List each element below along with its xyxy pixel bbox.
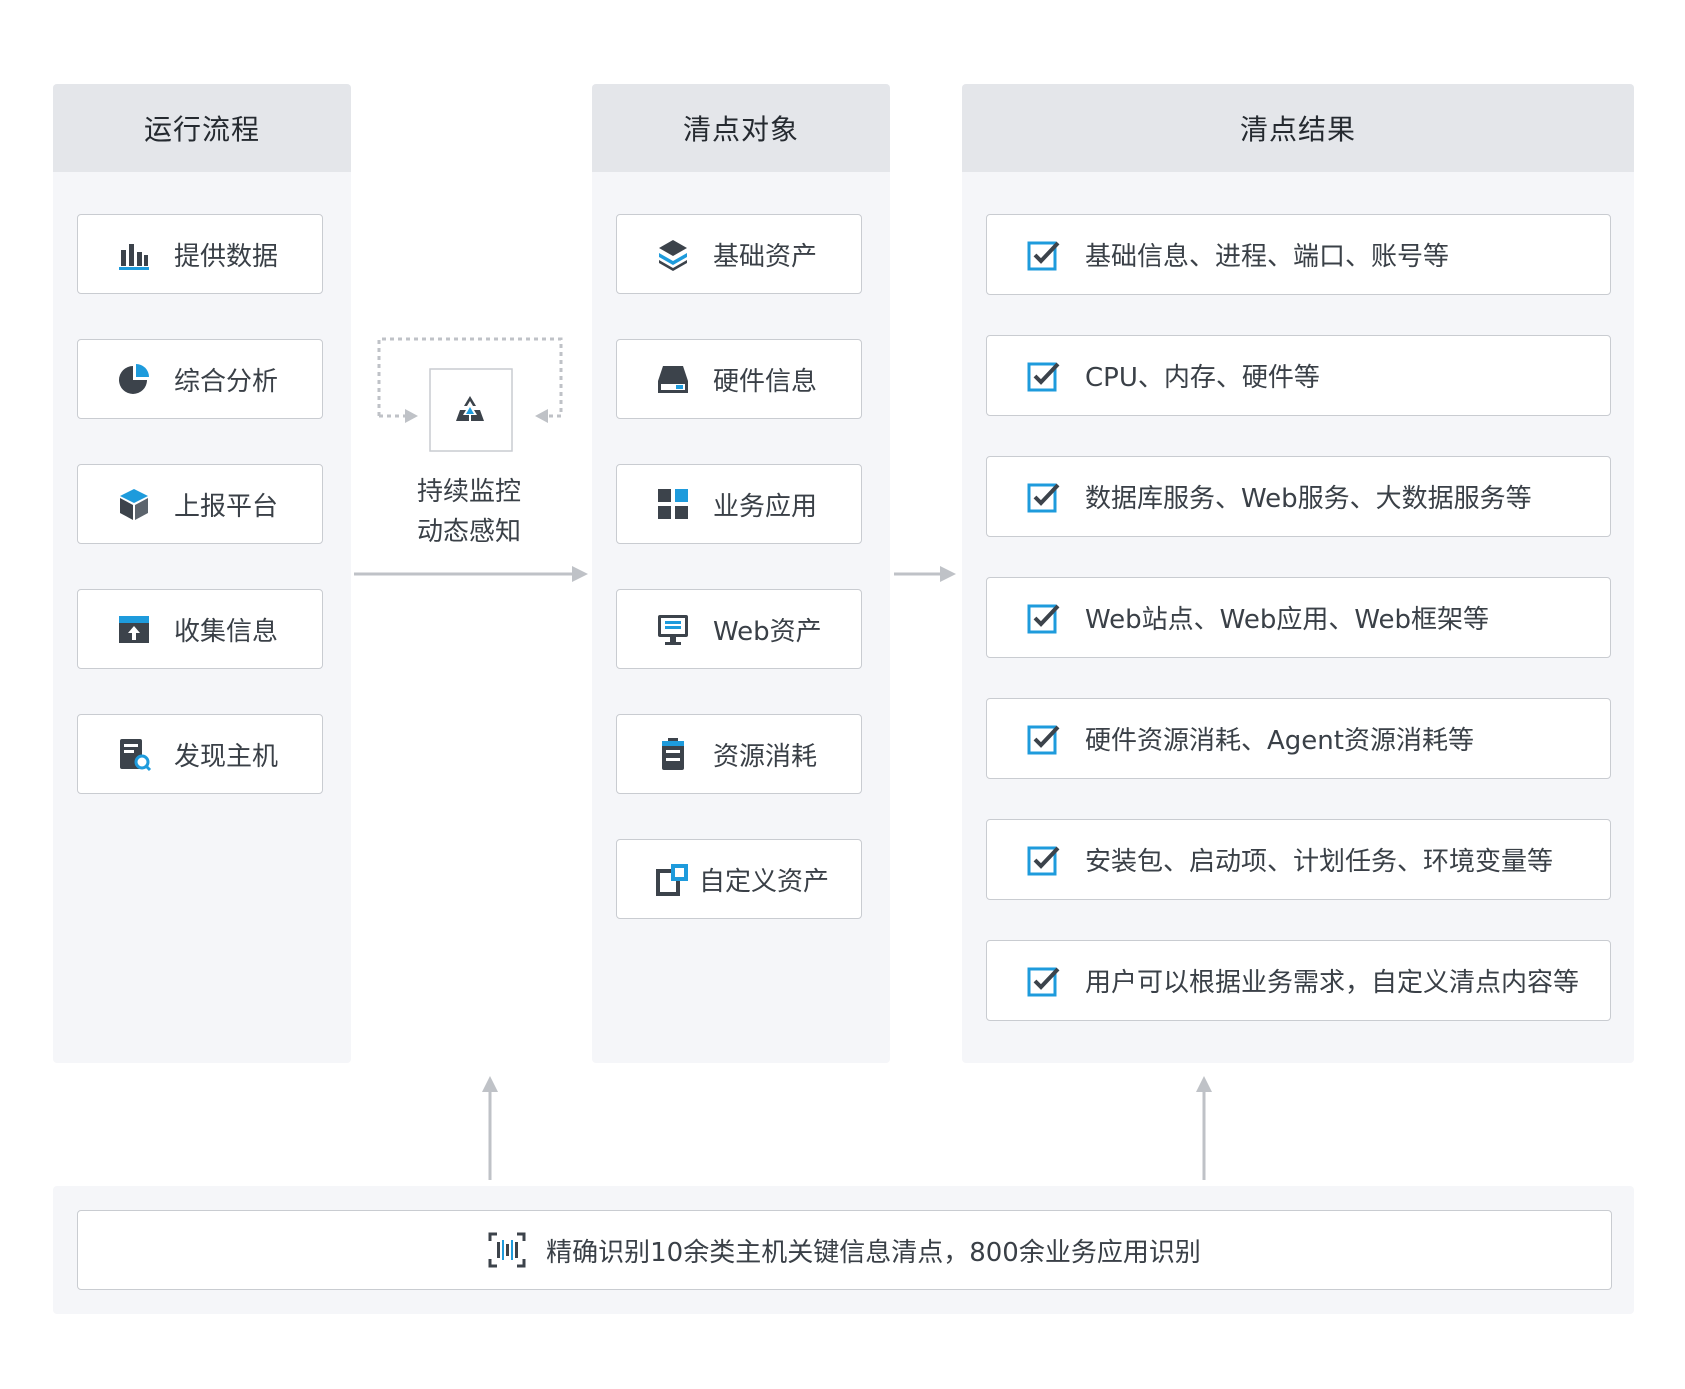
objects-column: 清点对象 基础资产 硬件信息 业务应用 Web资产 资源消耗 自定义资 (592, 84, 890, 1063)
object-item-web-assets: Web资产 (616, 589, 862, 669)
checkbox-icon (1025, 963, 1061, 999)
process-item-label: 提供数据 (174, 241, 279, 272)
process-column-title: 运行流程 (53, 84, 351, 172)
monitor-caption: 持续监控 动态感知 (386, 472, 552, 552)
object-item-label: 自定义资产 (699, 866, 830, 897)
arrow-process-to-objects (354, 566, 588, 582)
process-item-collect: 收集信息 (77, 589, 323, 669)
object-item-label: 基础资产 (713, 241, 818, 272)
custom-window-icon (655, 861, 691, 897)
results-column: 清点结果 基础信息、进程、端口、账号等 CPU、内存、硬件等 数据库服务、Web… (962, 84, 1634, 1063)
object-item-label: Web资产 (713, 616, 822, 647)
object-item-custom-assets: 自定义资产 (616, 839, 862, 919)
object-item-label: 资源消耗 (713, 741, 818, 772)
object-item-label: 业务应用 (713, 491, 818, 522)
scan-barcode-icon (488, 1232, 526, 1268)
hard-drive-icon (655, 361, 691, 397)
object-item-hardware: 硬件信息 (616, 339, 862, 419)
bottom-summary-panel: 精确识别10余类主机关键信息清点，800余业务应用识别 (53, 1186, 1634, 1314)
result-item: Web站点、Web应用、Web框架等 (986, 577, 1611, 658)
arrow-objects-to-results (894, 566, 956, 582)
result-item-label: 用户可以根据业务需求，自定义清点内容等 (1085, 968, 1580, 998)
cube-icon (116, 486, 152, 522)
process-item-analysis: 综合分析 (77, 339, 323, 419)
upload-box-icon (116, 611, 152, 647)
arrow-bottom-to-objects (482, 1076, 498, 1180)
pie-chart-icon (116, 361, 152, 397)
app-grid-icon (655, 486, 691, 522)
result-item-label: Web站点、Web应用、Web框架等 (1085, 605, 1490, 635)
battery-icon (655, 736, 691, 772)
arrow-bottom-to-results (1196, 1076, 1212, 1180)
monitor-caption-line1: 持续监控 (416, 477, 521, 507)
bottom-summary-label: 精确识别10余类主机关键信息清点，800余业务应用识别 (546, 1237, 1201, 1268)
monitor-caption-line2: 动态感知 (416, 517, 521, 547)
monitor-icon (655, 611, 691, 647)
checkbox-icon (1025, 600, 1061, 636)
result-item-label: 数据库服务、Web服务、大数据服务等 (1085, 484, 1532, 514)
process-item-label: 综合分析 (174, 366, 279, 397)
process-item-report: 上报平台 (77, 464, 323, 544)
result-item: 安装包、启动项、计划任务、环境变量等 (986, 819, 1611, 900)
bottom-summary-card: 精确识别10余类主机关键信息清点，800余业务应用识别 (77, 1210, 1612, 1290)
process-item-discover: 发现主机 (77, 714, 323, 794)
checkbox-icon (1025, 358, 1061, 394)
result-item-label: 安装包、启动项、计划任务、环境变量等 (1085, 847, 1554, 877)
process-item-provide-data: 提供数据 (77, 214, 323, 294)
bar-chart-icon (116, 236, 152, 272)
checkbox-icon (1025, 842, 1061, 878)
result-item-label: 硬件资源消耗、Agent资源消耗等 (1085, 726, 1474, 756)
result-item: 用户可以根据业务需求，自定义清点内容等 (986, 940, 1611, 1021)
server-search-icon (116, 736, 152, 772)
object-item-business-apps: 业务应用 (616, 464, 862, 544)
process-item-label: 发现主机 (174, 741, 279, 772)
result-item: CPU、内存、硬件等 (986, 335, 1611, 416)
object-item-label: 硬件信息 (713, 366, 818, 397)
process-item-label: 收集信息 (174, 616, 279, 647)
result-item: 基础信息、进程、端口、账号等 (986, 214, 1611, 295)
result-item-label: CPU、内存、硬件等 (1085, 363, 1320, 393)
process-column: 运行流程 提供数据 综合分析 上报平台 收集信息 发现主机 (53, 84, 351, 1063)
recycle-triangle-icon (454, 393, 486, 425)
objects-column-title: 清点对象 (592, 84, 890, 172)
layers-icon (655, 236, 691, 272)
object-item-resource-usage: 资源消耗 (616, 714, 862, 794)
process-item-label: 上报平台 (174, 491, 279, 522)
result-item: 数据库服务、Web服务、大数据服务等 (986, 456, 1611, 537)
checkbox-icon (1025, 237, 1061, 273)
checkbox-icon (1025, 479, 1061, 515)
object-item-basic-assets: 基础资产 (616, 214, 862, 294)
monitor-loop (377, 337, 563, 452)
checkbox-icon (1025, 721, 1061, 757)
results-column-title: 清点结果 (962, 84, 1634, 172)
result-item: 硬件资源消耗、Agent资源消耗等 (986, 698, 1611, 779)
result-item-label: 基础信息、进程、端口、账号等 (1085, 242, 1450, 272)
